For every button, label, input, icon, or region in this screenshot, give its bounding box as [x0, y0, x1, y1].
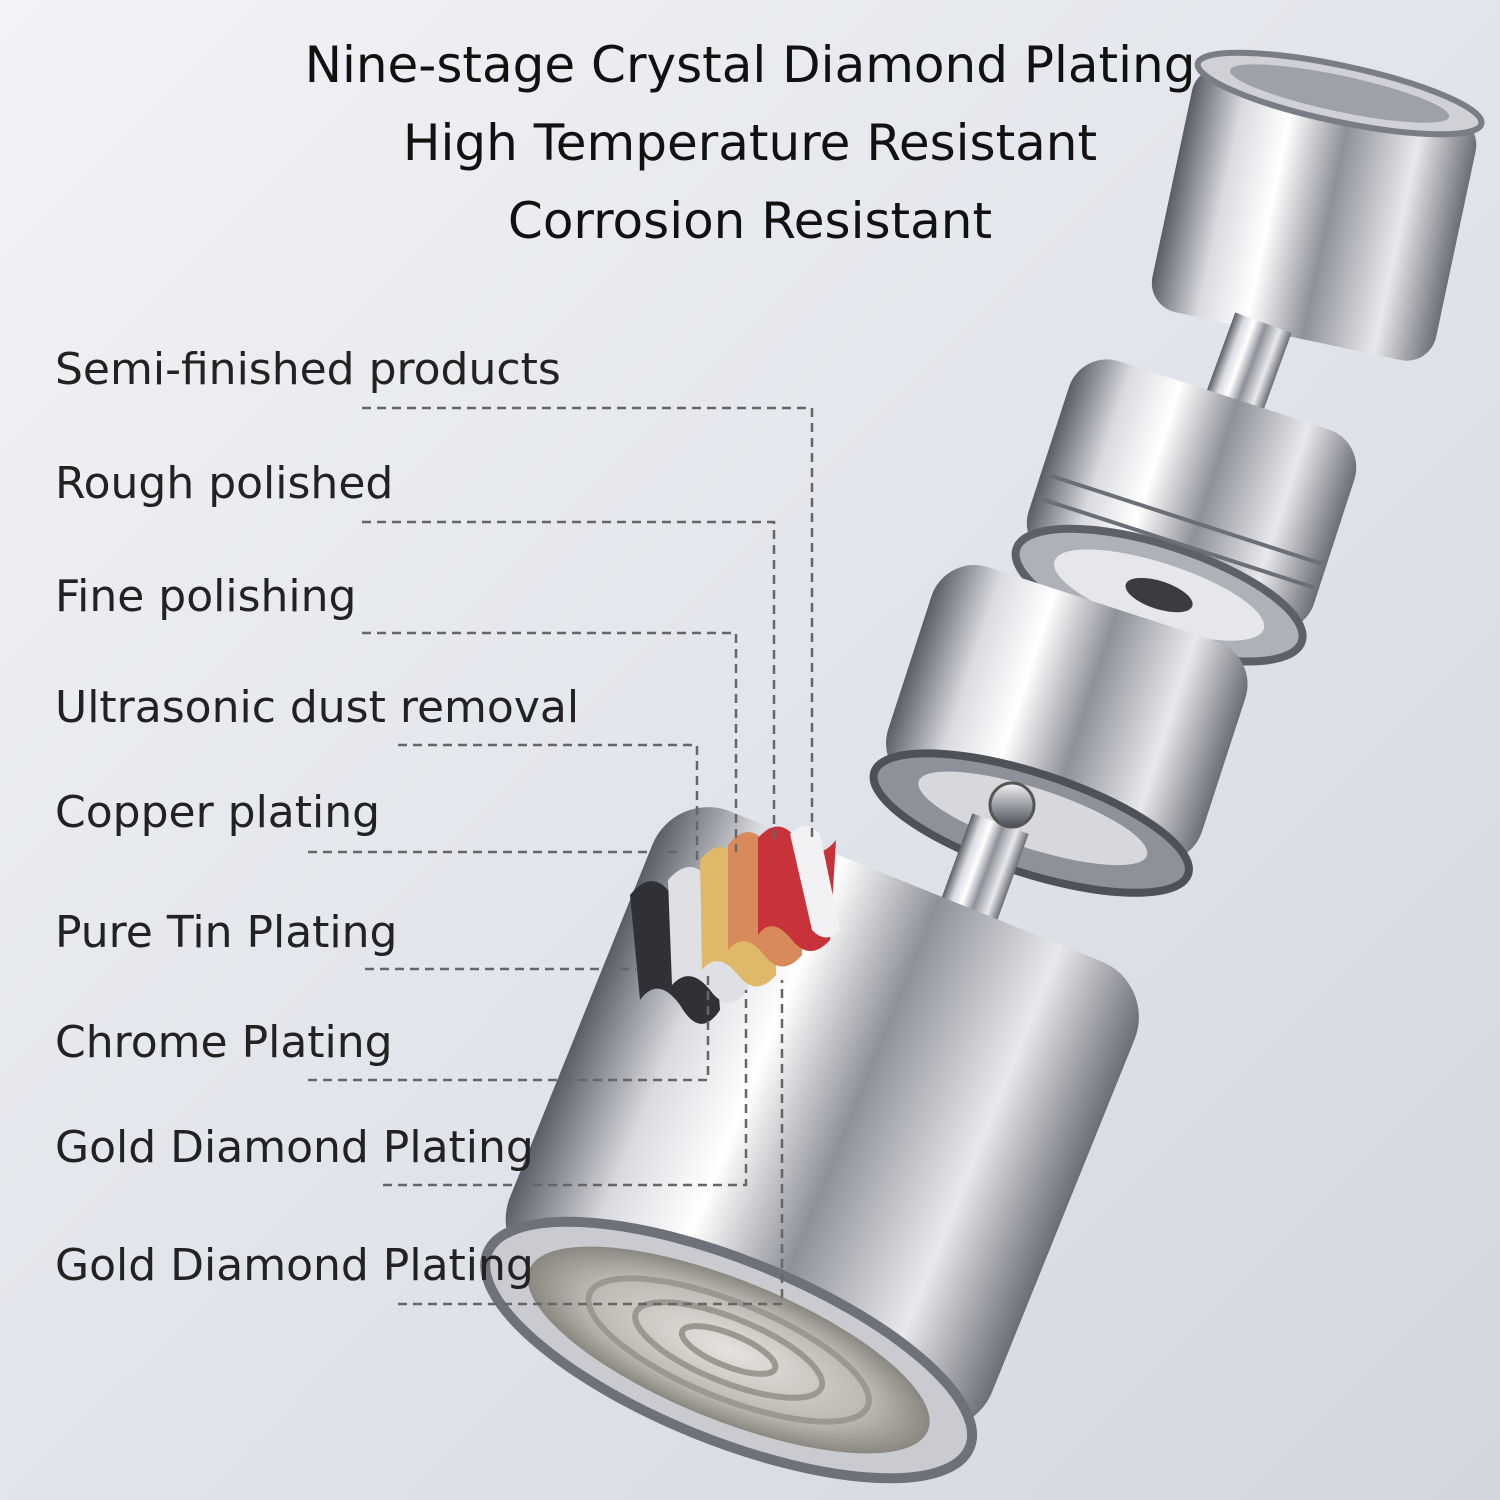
leader-line-chrome — [308, 975, 710, 1082]
stage-label-semi-finished: Semi-finished products — [55, 344, 561, 395]
top-connector — [1151, 49, 1485, 361]
plating-layers-cutaway — [630, 826, 840, 1024]
threaded-nut — [1011, 359, 1357, 666]
stage-label-fine-polishing: Fine polishing — [55, 571, 357, 622]
stage-label-pure-tin: Pure Tin Plating — [55, 907, 398, 958]
stage-label-chrome: Chrome Plating — [55, 1017, 393, 1068]
stage-label-copper: Copper plating — [55, 787, 381, 838]
headline-corrosion: Corrosion Resistant — [507, 192, 993, 250]
leader-line-fine-polishing — [362, 631, 738, 852]
leader-line-rough-polished — [362, 520, 776, 845]
stage-label-gold-diamond-1: Gold Diamond Plating — [55, 1122, 534, 1173]
stage-label-ultrasonic: Ultrasonic dust removal — [55, 682, 580, 733]
leader-line-ultrasonic — [398, 743, 699, 860]
headline-plating: Nine-stage Crystal Diamond Plating — [304, 36, 1196, 94]
headline-temperature: High Temperature Resistant — [402, 114, 1098, 172]
leader-line-semi-finished — [362, 406, 814, 840]
leader-line-gold-diamond-1 — [383, 990, 748, 1187]
stage-label-rough-polished: Rough polished — [55, 458, 394, 509]
stage-label-gold-diamond-2: Gold Diamond Plating — [55, 1240, 534, 1291]
leader-line-gold-diamond-2 — [398, 980, 784, 1306]
ball-joint-cup — [869, 565, 1248, 897]
